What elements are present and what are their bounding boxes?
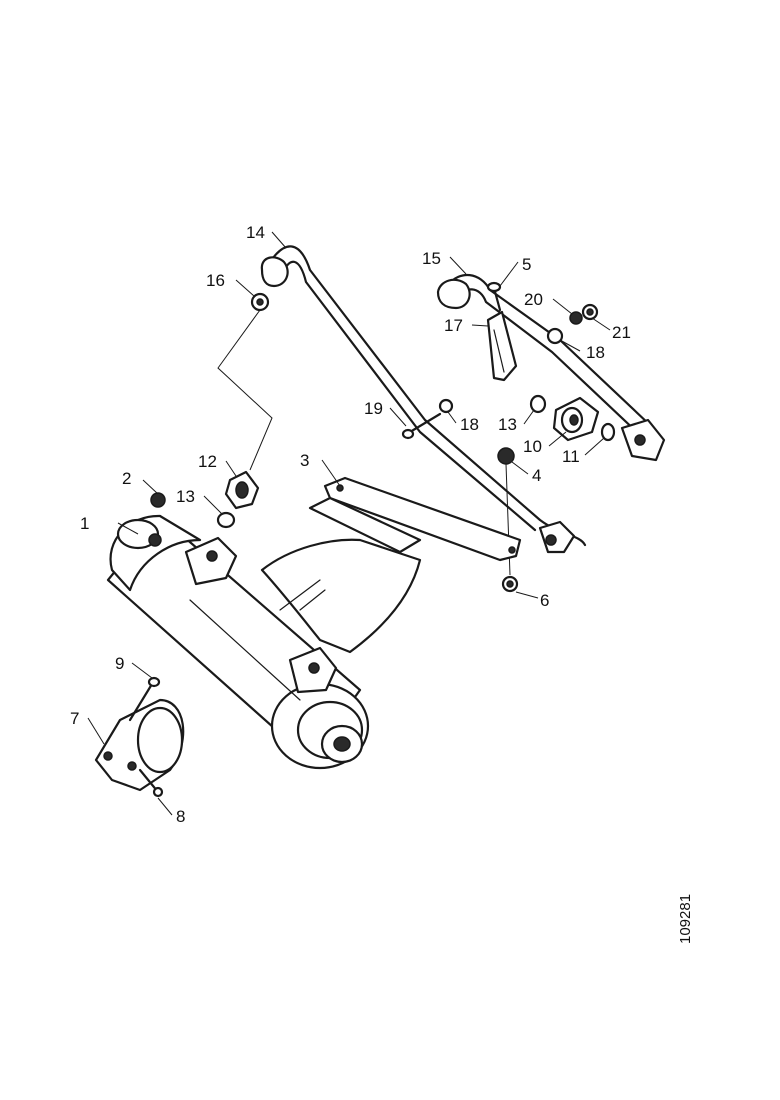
callout-17: 17 xyxy=(444,316,463,335)
bolt-5 xyxy=(486,281,502,312)
callout-1: 1 xyxy=(80,514,89,533)
callout-18-middle: 18 xyxy=(460,415,479,434)
cover-7 xyxy=(94,698,185,792)
callout-15: 15 xyxy=(422,249,441,268)
washer-18-middle xyxy=(438,398,454,414)
bolt-19 xyxy=(401,412,442,440)
callout-13-left: 13 xyxy=(176,487,195,506)
nut-20 xyxy=(569,311,583,325)
connector-10 xyxy=(552,396,600,442)
callout-2: 2 xyxy=(122,469,131,488)
callout-18-upper: 18 xyxy=(586,343,605,362)
cable-14 xyxy=(260,245,587,554)
callout-9: 9 xyxy=(115,654,124,673)
bracket-3 xyxy=(308,476,522,562)
starter-motor-1 xyxy=(106,514,422,770)
washer-18-upper xyxy=(546,327,564,345)
bracket-17 xyxy=(486,310,518,382)
callout-14: 14 xyxy=(246,223,265,242)
washer-13-right xyxy=(529,394,547,414)
callout-4: 4 xyxy=(532,466,541,485)
callout-7: 7 xyxy=(70,709,79,728)
drawing-reference-number: 109281 xyxy=(677,894,694,944)
leader-lines xyxy=(87,231,611,816)
callout-5: 5 xyxy=(522,255,531,274)
nut-4 xyxy=(497,447,515,465)
callout-10: 10 xyxy=(523,437,542,456)
callout-21: 21 xyxy=(612,323,631,342)
callout-13-right: 13 xyxy=(498,415,517,434)
callout-19: 19 xyxy=(364,399,383,418)
screw-9 xyxy=(128,676,161,722)
assembly-line-16-12 xyxy=(217,309,273,471)
screw-2 xyxy=(150,492,166,508)
callout-8: 8 xyxy=(176,807,185,826)
pin-8 xyxy=(138,768,164,798)
washer-11 xyxy=(600,422,616,442)
callout-11: 11 xyxy=(562,447,580,466)
callout-3: 3 xyxy=(300,451,309,470)
callout-12: 12 xyxy=(198,452,217,471)
callout-6: 6 xyxy=(540,591,549,610)
washer-13-left xyxy=(216,511,236,529)
terminal-12 xyxy=(224,470,260,510)
callout-20: 20 xyxy=(524,290,543,309)
callout-16: 16 xyxy=(206,271,225,290)
